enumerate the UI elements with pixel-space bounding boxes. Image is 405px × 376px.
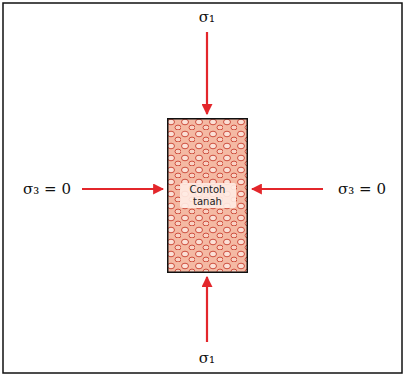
- frame: [3, 3, 402, 373]
- stress-arrow: [206, 32, 208, 114]
- soil-sample: Contoh tanah: [167, 118, 248, 273]
- stress-arrow: [82, 188, 163, 190]
- stress-arrow: [206, 277, 208, 342]
- stress-label: σ₃ = 0: [23, 180, 71, 198]
- sample-label: Contoh tanah: [180, 183, 236, 208]
- stress-label: σ₁: [199, 349, 215, 367]
- stress-label: σ₁: [199, 8, 215, 26]
- stress-arrow: [252, 188, 323, 190]
- stress-label: σ₃ = 0: [338, 180, 386, 198]
